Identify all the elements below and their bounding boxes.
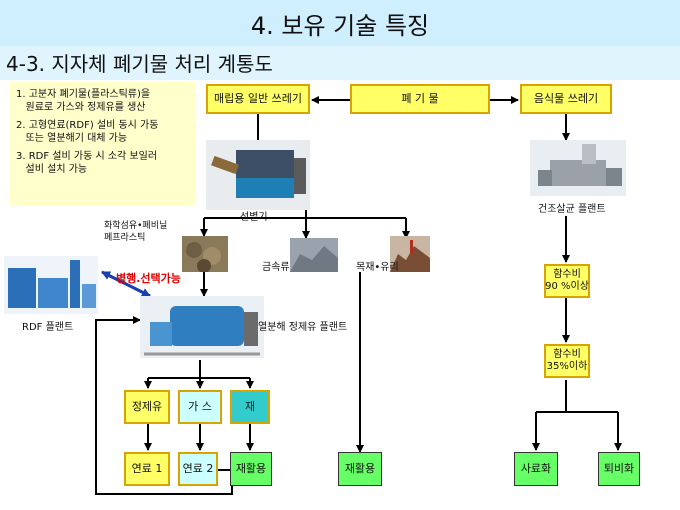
box-fuel-2: 연료 2 (178, 452, 218, 486)
notes-panel: 1. 고분자 폐기물(플라스틱류)을 원료로 가스와 정제유를 생산 2. 고형… (10, 82, 196, 206)
arrow-fuel2-loop (95, 316, 233, 495)
wood-glass-label: 목재•유리 (356, 262, 399, 273)
wood-glass-image (390, 236, 430, 272)
pyrolysis-plant-image (140, 296, 264, 358)
metals-label: 금속류 (262, 262, 290, 273)
page-subtitle: 4-3. 지자체 폐기물 처리 계통도 (6, 52, 273, 76)
pyrolysis-plant-label: 열분해 정제유 플랜트 (258, 322, 348, 333)
box-waste: 폐 기 물 (350, 84, 490, 114)
subtitle-band (0, 46, 680, 80)
box-moisture-35: 함수비 35%이하 (544, 344, 590, 378)
drying-plant-image (530, 140, 626, 196)
box-landfill-waste: 매립용 일반 쓰레기 (206, 84, 310, 114)
box-food-waste: 음식물 쓰레기 (520, 84, 612, 114)
rdf-plant-image (4, 256, 98, 314)
note-item: 3. RDF 설비 가동 시 소각 보일러 설비 설치 가능 (16, 151, 158, 175)
note-item: 2. 고형연료(RDF) 설비 동시 가동 또는 열분해기 대체 가능 (16, 120, 159, 144)
box-gas: 가 스 (178, 390, 222, 424)
title-bar (0, 0, 680, 46)
box-fuel-1: 연료 1 (124, 452, 170, 486)
separator-label: 선별기 (240, 212, 268, 223)
box-compost: 퇴비화 (598, 452, 640, 486)
box-feed: 사료화 (514, 452, 558, 486)
plastics-image (182, 236, 228, 272)
separator-machine-image (206, 140, 310, 210)
page-title: 4. 보유 기술 특징 (250, 12, 430, 40)
box-recycle-ash: 재활용 (230, 452, 272, 486)
note-item: 1. 고분자 폐기물(플라스틱류)을 원료로 가스와 정제유를 생산 (16, 89, 151, 113)
box-moisture-90: 함수비 90 %이상 (544, 264, 590, 298)
drying-plant-label: 건조살균 플랜트 (538, 204, 606, 215)
box-recycle-wood: 재활용 (338, 452, 382, 486)
plastics-label: 화학섬유•폐비닐 폐프라스틱 (104, 221, 168, 243)
metals-image (290, 238, 338, 272)
box-refined-oil: 정제유 (124, 390, 170, 424)
rdf-plant-label: RDF 플랜트 (22, 322, 74, 333)
box-ash: 재 (230, 390, 270, 424)
parallel-label: 병행.선택가능 (116, 272, 181, 285)
